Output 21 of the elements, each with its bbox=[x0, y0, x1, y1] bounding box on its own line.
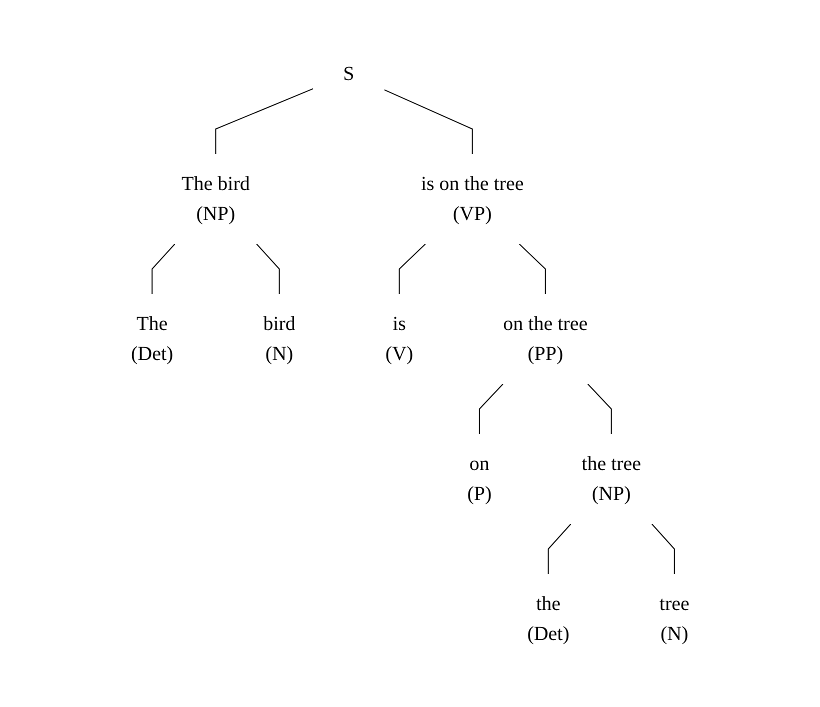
node-text: the tree (NP) bbox=[581, 452, 641, 504]
node-text: the (Det) bbox=[527, 592, 570, 644]
node-text: bird (N) bbox=[263, 312, 296, 364]
connector bbox=[384, 88, 473, 154]
node-text: The bird (NP) bbox=[181, 172, 250, 224]
node-text: S bbox=[342, 62, 354, 84]
node-text: on the tree (PP) bbox=[502, 312, 588, 364]
connector bbox=[151, 243, 176, 294]
node-text: is (V) bbox=[385, 312, 413, 364]
node-text: tree (N) bbox=[659, 592, 690, 644]
connector bbox=[651, 523, 675, 574]
connector bbox=[398, 243, 426, 294]
node-text: on (P) bbox=[466, 452, 492, 504]
node-text: is on the tree (VP) bbox=[420, 172, 524, 224]
connector bbox=[587, 383, 612, 434]
connector bbox=[478, 383, 504, 434]
connector bbox=[256, 243, 280, 294]
connector bbox=[518, 243, 546, 294]
connector bbox=[215, 88, 314, 154]
connector bbox=[548, 523, 572, 574]
node-text: The (Det) bbox=[130, 312, 174, 364]
